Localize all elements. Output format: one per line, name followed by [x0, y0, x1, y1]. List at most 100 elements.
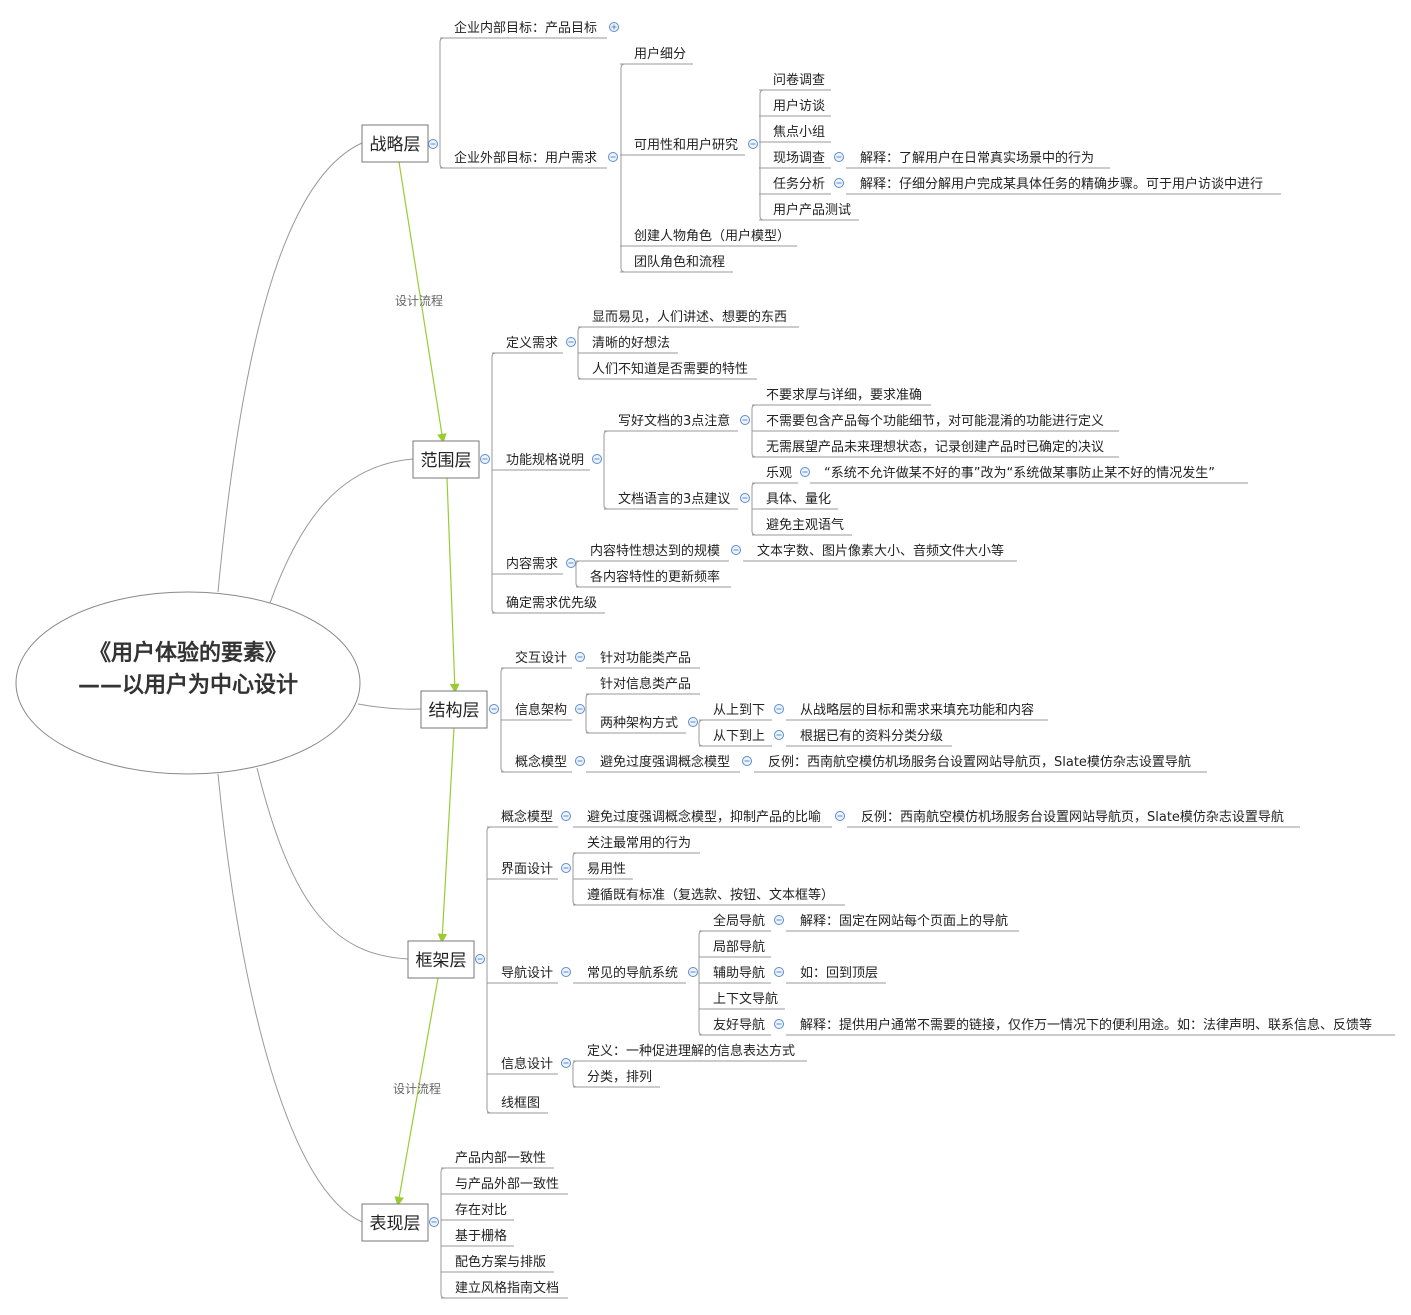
node-interface-design[interactable]: 界面设计	[501, 862, 553, 877]
node-top-down-note[interactable]: 从战略层的目标和需求来填充功能和内容	[800, 702, 1034, 718]
collapse-icon[interactable]	[774, 1019, 784, 1029]
node-define-requirements[interactable]: 定义需求	[506, 336, 558, 351]
node-ia-note[interactable]: 针对信息类产品	[600, 676, 691, 692]
node-specific[interactable]: 具体、量化	[766, 492, 831, 507]
node-global-nav[interactable]: 全局导航	[713, 913, 765, 929]
node-language-tips[interactable]: 文档语言的3点建议	[618, 491, 730, 507]
node-aux-nav[interactable]: 辅助导航	[713, 965, 765, 981]
collapse-icon[interactable]	[834, 178, 844, 188]
node-persona[interactable]: 创建人物角色（用户模型）	[634, 228, 790, 244]
node-content-scale-note[interactable]: 文本字数、图片像素大小、音频文件大小等	[757, 543, 1004, 559]
collapse-icon[interactable]	[774, 730, 784, 740]
node-team-process[interactable]: 团队角色和流程	[634, 254, 725, 270]
collapse-icon[interactable]	[575, 704, 585, 714]
collapse-icon[interactable]	[429, 1217, 439, 1227]
node-wireframe[interactable]: 线框图	[501, 1096, 540, 1111]
collapse-icon[interactable]	[835, 811, 845, 821]
node-questionnaire[interactable]: 问卷调查	[773, 72, 825, 88]
node-surface-item-3[interactable]: 存在对比	[455, 1203, 507, 1218]
collapse-icon[interactable]	[740, 493, 750, 503]
node-navigation-design[interactable]: 导航设计	[501, 965, 553, 981]
node-surface-item-4[interactable]: 基于栅格	[455, 1228, 507, 1244]
collapse-icon[interactable]	[740, 415, 750, 425]
node-write-item-3[interactable]: 无需展望产品未来理想状态，记录创建产品时已确定的决议	[766, 439, 1104, 455]
layer-surface[interactable]: 表现层	[361, 1203, 429, 1242]
node-define-item-1[interactable]: 显而易见，人们讲述、想要的东西	[592, 309, 787, 325]
collapse-icon[interactable]	[489, 704, 499, 714]
node-information-architecture[interactable]: 信息架构	[515, 702, 567, 718]
collapse-icon[interactable]	[774, 967, 784, 977]
root-topic[interactable]: 《用户体验的要素》 ——以用户为中心设计	[15, 591, 361, 775]
node-bottom-up-note[interactable]: 根据已有的资料分类分级	[800, 728, 943, 744]
collapse-icon[interactable]	[748, 139, 758, 149]
collapse-icon[interactable]	[742, 756, 752, 766]
collapse-icon[interactable]	[774, 915, 784, 925]
collapse-icon[interactable]	[575, 652, 585, 662]
node-user-segmentation[interactable]: 用户细分	[634, 46, 686, 62]
collapse-icon[interactable]	[561, 863, 571, 873]
node-interaction-note[interactable]: 针对功能类产品	[600, 651, 691, 666]
collapse-icon[interactable]	[688, 967, 698, 977]
node-bottom-up[interactable]: 从下到上	[713, 729, 765, 744]
node-surface-item-2[interactable]: 与产品外部一致性	[455, 1177, 559, 1192]
node-define-item-2[interactable]: 清晰的好想法	[592, 335, 670, 351]
node-global-nav-note[interactable]: 解释：固定在网站每个页面上的导航	[800, 913, 1008, 929]
node-functional-spec[interactable]: 功能规格说明	[506, 452, 584, 468]
node-context-nav[interactable]: 上下文导航	[713, 991, 778, 1007]
node-field-study[interactable]: 现场调查	[773, 151, 825, 166]
node-aux-nav-note[interactable]: 如：回到顶层	[800, 965, 878, 981]
node-surface-item-5[interactable]: 配色方案与排版	[455, 1254, 546, 1270]
collapse-icon[interactable]	[731, 545, 741, 555]
node-field-note[interactable]: 解释：了解用户在日常真实场景中的行为	[860, 150, 1094, 166]
node-usability-research[interactable]: 可用性和用户研究	[634, 137, 738, 153]
node-focus-group[interactable]: 焦点小组	[773, 125, 825, 140]
collapse-icon[interactable]	[561, 967, 571, 977]
node-concept-note[interactable]: 避免过度强调概念模型	[600, 754, 730, 770]
node-interaction-design[interactable]: 交互设计	[515, 650, 567, 666]
node-surface-item-1[interactable]: 产品内部一致性	[455, 1150, 546, 1166]
node-info-definition[interactable]: 定义：一种促进理解的信息表达方式	[587, 1043, 795, 1059]
node-content-requirements[interactable]: 内容需求	[506, 556, 558, 572]
collapse-icon[interactable]	[592, 454, 602, 464]
node-task-note[interactable]: 解释：仔细分解用户完成某具体任务的精确步骤。可于用户访谈中进行	[860, 176, 1263, 192]
collapse-icon[interactable]	[561, 811, 571, 821]
expand-icon[interactable]	[609, 22, 619, 32]
node-write-item-1[interactable]: 不要求厚与详细，要求准确	[766, 388, 922, 403]
node-optimism[interactable]: 乐观	[766, 466, 792, 481]
node-write-item-2[interactable]: 不需要包含产品每个功能细节，对可能混淆的功能进行定义	[766, 413, 1104, 429]
node-concept-example[interactable]: 反例：西南航空模仿机场服务台设置网站导航页，Slate模仿杂志设置导航	[768, 754, 1191, 770]
node-information-design[interactable]: 信息设计	[501, 1056, 553, 1072]
collapse-icon[interactable]	[480, 454, 490, 464]
node-interface-item-3[interactable]: 遵循既有标准（复选款、按钮、文本框等）	[587, 887, 834, 903]
node-content-scale[interactable]: 内容特性想达到的规模	[590, 543, 720, 559]
node-two-approaches[interactable]: 两种架构方式	[600, 715, 678, 731]
node-common-nav[interactable]: 常见的导航系统	[587, 965, 678, 981]
node-sk-conceptual-model[interactable]: 概念模型	[501, 809, 553, 825]
node-objective[interactable]: 避免主观语气	[766, 517, 844, 533]
node-surface-item-6[interactable]: 建立风格指南文档	[455, 1280, 559, 1296]
collapse-icon[interactable]	[428, 139, 438, 149]
node-external-goal[interactable]: 企业外部目标：用户需求	[454, 150, 597, 166]
collapse-icon[interactable]	[566, 558, 576, 568]
collapse-icon[interactable]	[475, 954, 485, 964]
layer-scope[interactable]: 范围层	[412, 440, 480, 479]
node-content-frequency[interactable]: 各内容特性的更新频率	[590, 569, 720, 585]
node-top-down[interactable]: 从上到下	[713, 703, 765, 718]
collapse-icon[interactable]	[561, 1058, 571, 1068]
node-sk-concept-note[interactable]: 避免过度强调概念模型，抑制产品的比喻	[587, 809, 821, 825]
node-info-sort[interactable]: 分类，排列	[587, 1070, 652, 1085]
node-task-analysis[interactable]: 任务分析	[773, 176, 825, 192]
node-local-nav[interactable]: 局部导航	[713, 939, 765, 955]
node-interface-item-1[interactable]: 关注最常用的行为	[587, 835, 691, 851]
node-interface-item-2[interactable]: 易用性	[587, 862, 626, 877]
collapse-icon[interactable]	[834, 152, 844, 162]
node-sk-concept-example[interactable]: 反例：西南航空模仿机场服务台设置网站导航页，Slate模仿杂志设置导航	[861, 809, 1284, 825]
node-writing-tips[interactable]: 写好文档的3点注意	[618, 413, 730, 429]
collapse-icon[interactable]	[800, 467, 810, 477]
node-product-test[interactable]: 用户产品测试	[773, 202, 851, 218]
node-optimism-note[interactable]: “系统不允许做某不好的事”改为“系统做某事防止某不好的情况发生”	[824, 465, 1215, 481]
collapse-icon[interactable]	[688, 717, 698, 727]
node-friendly-nav[interactable]: 友好导航	[713, 1017, 765, 1033]
collapse-icon[interactable]	[575, 756, 585, 766]
collapse-icon[interactable]	[566, 337, 576, 347]
